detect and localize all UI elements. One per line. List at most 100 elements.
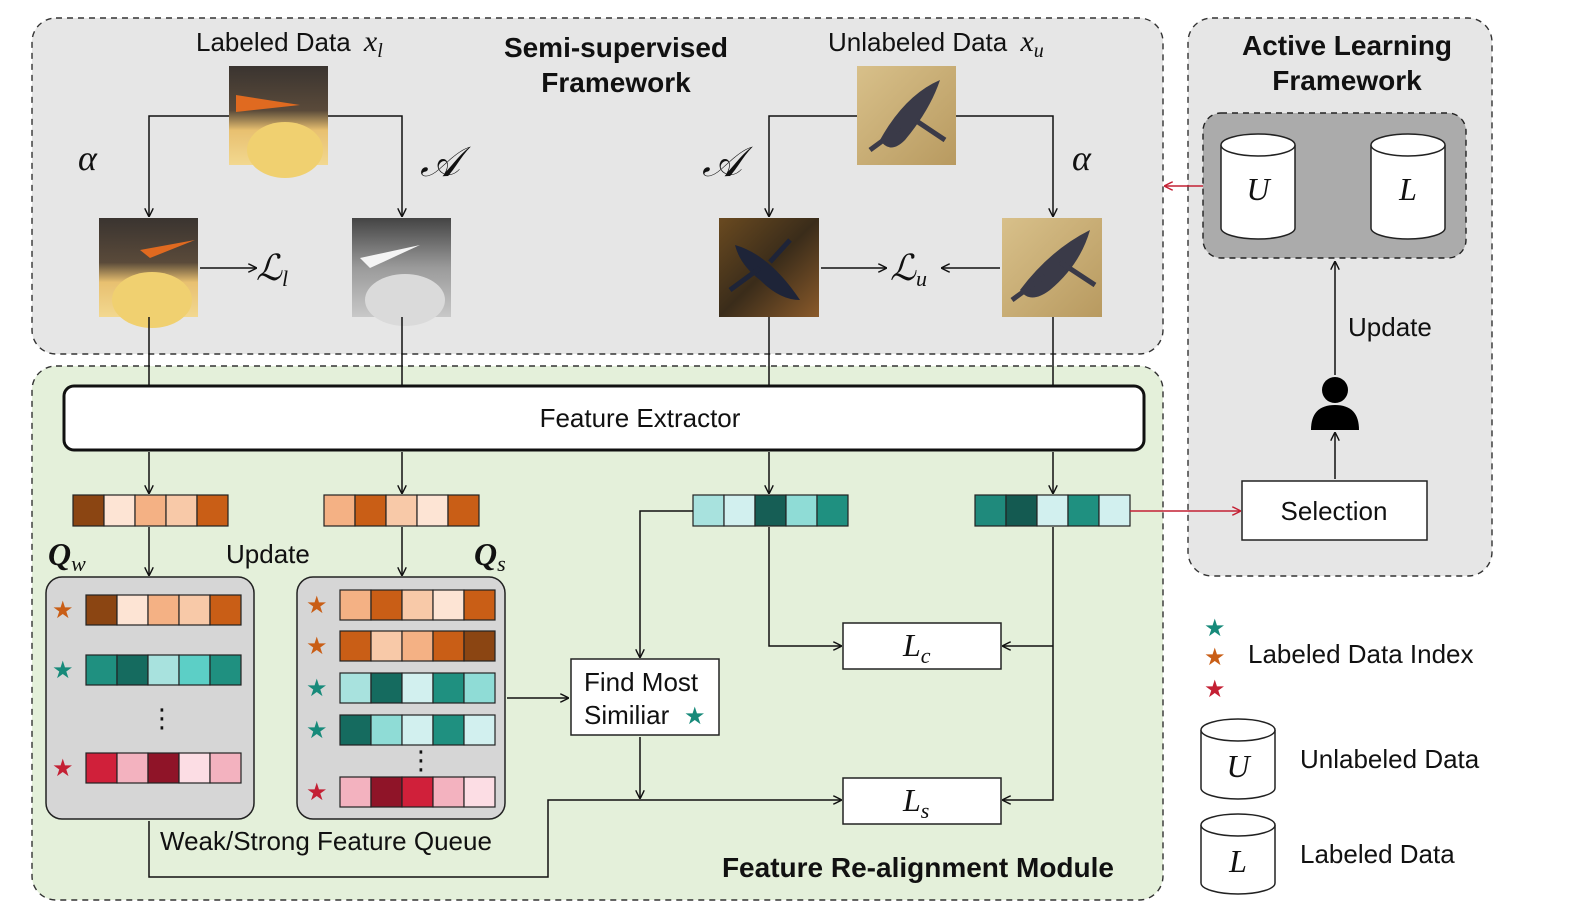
strong-labeled-feature-vector xyxy=(323,494,480,527)
feature-cell xyxy=(370,714,403,746)
queue-arrows xyxy=(149,527,568,698)
feature-cell xyxy=(85,594,118,626)
oracle-person-icon xyxy=(1311,377,1359,430)
feature-cell xyxy=(178,752,211,784)
legend-star-red-icon: ★ xyxy=(1204,675,1226,703)
labeled-image-penguin xyxy=(229,66,328,178)
al-title-line1: Active Learning xyxy=(1242,30,1452,61)
weak-queue-dots: ⋮ xyxy=(149,703,175,733)
feature-cell xyxy=(196,494,229,527)
feature-cell xyxy=(370,776,403,808)
queue-feature-vector xyxy=(339,776,496,808)
find-most-similar-line2: Similiar xyxy=(584,700,670,730)
selection-label: Selection xyxy=(1281,496,1388,526)
queue-feature-vector xyxy=(339,630,496,662)
queue-star-icon: ★ xyxy=(52,754,74,782)
legend-star-teal-icon: ★ xyxy=(1204,614,1226,642)
queue-star-icon: ★ xyxy=(306,716,328,744)
feature-cell xyxy=(432,714,465,746)
feature-cell xyxy=(432,776,465,808)
feature-cell xyxy=(85,752,118,784)
feature-cell xyxy=(72,494,105,527)
labeled-strong-image-penguin xyxy=(352,218,451,326)
labeled-data-label: Labeled Data xl xyxy=(196,25,383,62)
find-most-similar-line1: Find Most xyxy=(584,667,699,697)
legend-index-label: Labeled Data Index xyxy=(1248,639,1474,669)
frm-title: Feature Re-alignment Module xyxy=(722,852,1114,883)
queue-feature-vector xyxy=(85,654,242,686)
unlabeled-data-label: Unlabeled Data xu xyxy=(828,25,1044,62)
unlabeled-pool-letter: U xyxy=(1246,171,1271,207)
feature-cell xyxy=(432,589,465,621)
queue-star-icon: ★ xyxy=(306,632,328,660)
queue-update-label: Update xyxy=(226,539,310,569)
weak-aug-symbol-left: α xyxy=(78,138,98,178)
feature-cell xyxy=(401,776,434,808)
feature-cell xyxy=(147,654,180,686)
feature-cell xyxy=(401,589,434,621)
feature-cell xyxy=(447,494,480,527)
ssl-title-line1: Semi-supervised xyxy=(504,32,728,63)
alignment-loss-box xyxy=(842,777,1002,825)
loss-unlabeled: ℒu xyxy=(890,248,927,291)
feature-cell xyxy=(209,594,242,626)
labeled-weak-image-penguin xyxy=(99,218,198,328)
feature-cell xyxy=(974,494,1007,527)
loss-labeled: ℒl xyxy=(256,248,288,291)
feature-cell xyxy=(385,494,418,527)
feature-cell xyxy=(1067,494,1100,527)
feature-cell xyxy=(370,630,403,662)
labeled-pool-letter: L xyxy=(1398,171,1417,207)
unlabeled-image-frog xyxy=(857,66,956,165)
feature-cell xyxy=(432,630,465,662)
feature-cell xyxy=(178,594,211,626)
queue-feature-vector xyxy=(339,672,496,704)
feature-cell xyxy=(339,589,372,621)
legend-unlabeled-label: Unlabeled Data xyxy=(1300,744,1480,774)
legend-labeled-label: Labeled Data xyxy=(1300,839,1455,869)
alignment-loss-label: Ls xyxy=(902,782,929,823)
feature-cell xyxy=(147,752,180,784)
frm-arrows xyxy=(148,510,1054,878)
feature-cell xyxy=(401,714,434,746)
feature-cell xyxy=(134,494,167,527)
feature-cell xyxy=(692,494,725,527)
feature-cell xyxy=(147,594,180,626)
feature-cell xyxy=(401,672,434,704)
feature-cell xyxy=(463,589,496,621)
feature-cell xyxy=(354,494,387,527)
find-most-similar-star-icon: ★ xyxy=(684,702,706,730)
feature-cell xyxy=(165,494,198,527)
feature-extractor-box xyxy=(62,384,1146,452)
feature-cell xyxy=(463,630,496,662)
feature-cell xyxy=(339,672,372,704)
queue-s-label: Qs xyxy=(474,536,506,576)
feature-cell xyxy=(339,714,372,746)
consistency-loss-box xyxy=(842,622,1002,670)
unlabeled-strong-image-frog xyxy=(719,218,819,317)
legend-labeled-cylinder-icon xyxy=(1200,813,1276,895)
unlabeled-weak-image-frog xyxy=(1002,218,1102,317)
feature-cell xyxy=(116,594,149,626)
labeled-pool-cylinder-icon xyxy=(1370,133,1446,240)
legend-unlabeled-letter: U xyxy=(1226,748,1251,784)
feature-cell xyxy=(816,494,849,527)
queue-star-icon: ★ xyxy=(306,778,328,806)
feature-cell xyxy=(1036,494,1069,527)
selection-box xyxy=(1241,480,1428,541)
feature-cell xyxy=(209,752,242,784)
feature-cell xyxy=(432,672,465,704)
feature-cell xyxy=(178,654,211,686)
legend-star-orange-icon: ★ xyxy=(1204,643,1226,671)
unlabeled-pool-cylinder-icon xyxy=(1220,133,1296,240)
queue-feature-vector xyxy=(85,594,242,626)
strong-unlabeled-feature-vector xyxy=(692,494,849,527)
feature-cell xyxy=(339,630,372,662)
extractor-arrows xyxy=(149,452,1053,493)
feature-cell xyxy=(370,672,403,704)
weak-feature-queue: ★★★ xyxy=(52,594,242,784)
strong-feature-queue: ★★★★★ xyxy=(306,589,496,808)
red-arrows xyxy=(1130,186,1240,511)
al-update-label: Update xyxy=(1348,312,1432,342)
